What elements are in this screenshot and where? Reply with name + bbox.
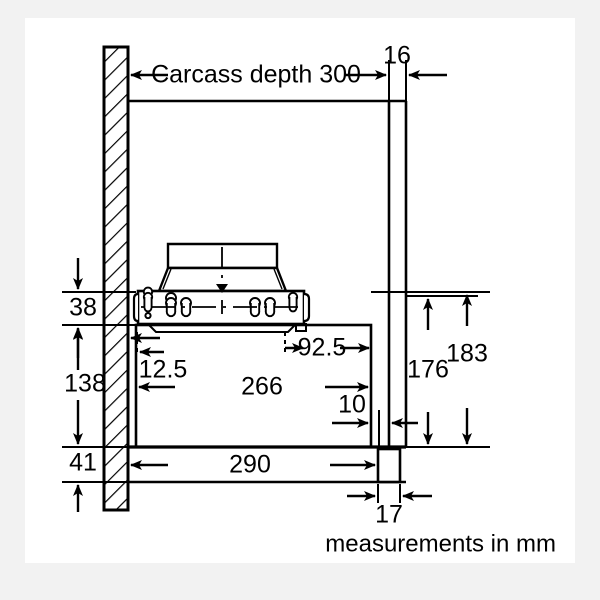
dim-label-inner-width: 266: [241, 373, 283, 401]
dim-carcass-depth: Carcass depth 300 16: [127, 42, 447, 101]
wall-section-hatched: [102, 45, 130, 512]
keyhole-slots: [142, 286, 299, 320]
dim-label-inner-right-inset: 92.5: [298, 334, 347, 362]
dim-label-overall-height: 183: [446, 340, 488, 368]
carcass-outline: [128, 99, 408, 447]
dim-inner-width: 266: [138, 373, 369, 401]
dim-label-slide-out-depth: 290: [229, 451, 271, 479]
dim-label-front-trim: 17: [375, 501, 403, 529]
dim-label-carcass-depth: Carcass depth 300: [151, 61, 361, 89]
dim-label-height-to-underside: 176: [407, 356, 449, 384]
dim-label-rear-gap: 10: [338, 391, 366, 419]
dim-inner-left-inset: 12.5: [130, 332, 188, 384]
dim-label-body-height: 138: [64, 370, 106, 398]
dim-rear-gap: 10: [332, 391, 418, 447]
dim-inner-right-inset: 92.5: [284, 332, 370, 362]
dim-label-inner-left-inset: 12.5: [139, 356, 188, 384]
units-note: measurements in mm: [325, 530, 556, 557]
dim-label-top-offset: 38: [69, 294, 97, 322]
dim-slide-out-depth: 290: [130, 451, 376, 479]
slide-out-drawer: [128, 445, 406, 484]
centre-lines: [141, 247, 302, 314]
dim-right-stack: 176 183: [371, 291, 490, 448]
dim-front-trim: 17: [347, 484, 432, 529]
dim-label-front-panel-thickness: 16: [383, 42, 411, 70]
dim-left-stack: 38 138 41: [62, 258, 136, 512]
front-trim-block: [376, 447, 402, 484]
dim-label-bottom-offset: 41: [69, 449, 97, 477]
